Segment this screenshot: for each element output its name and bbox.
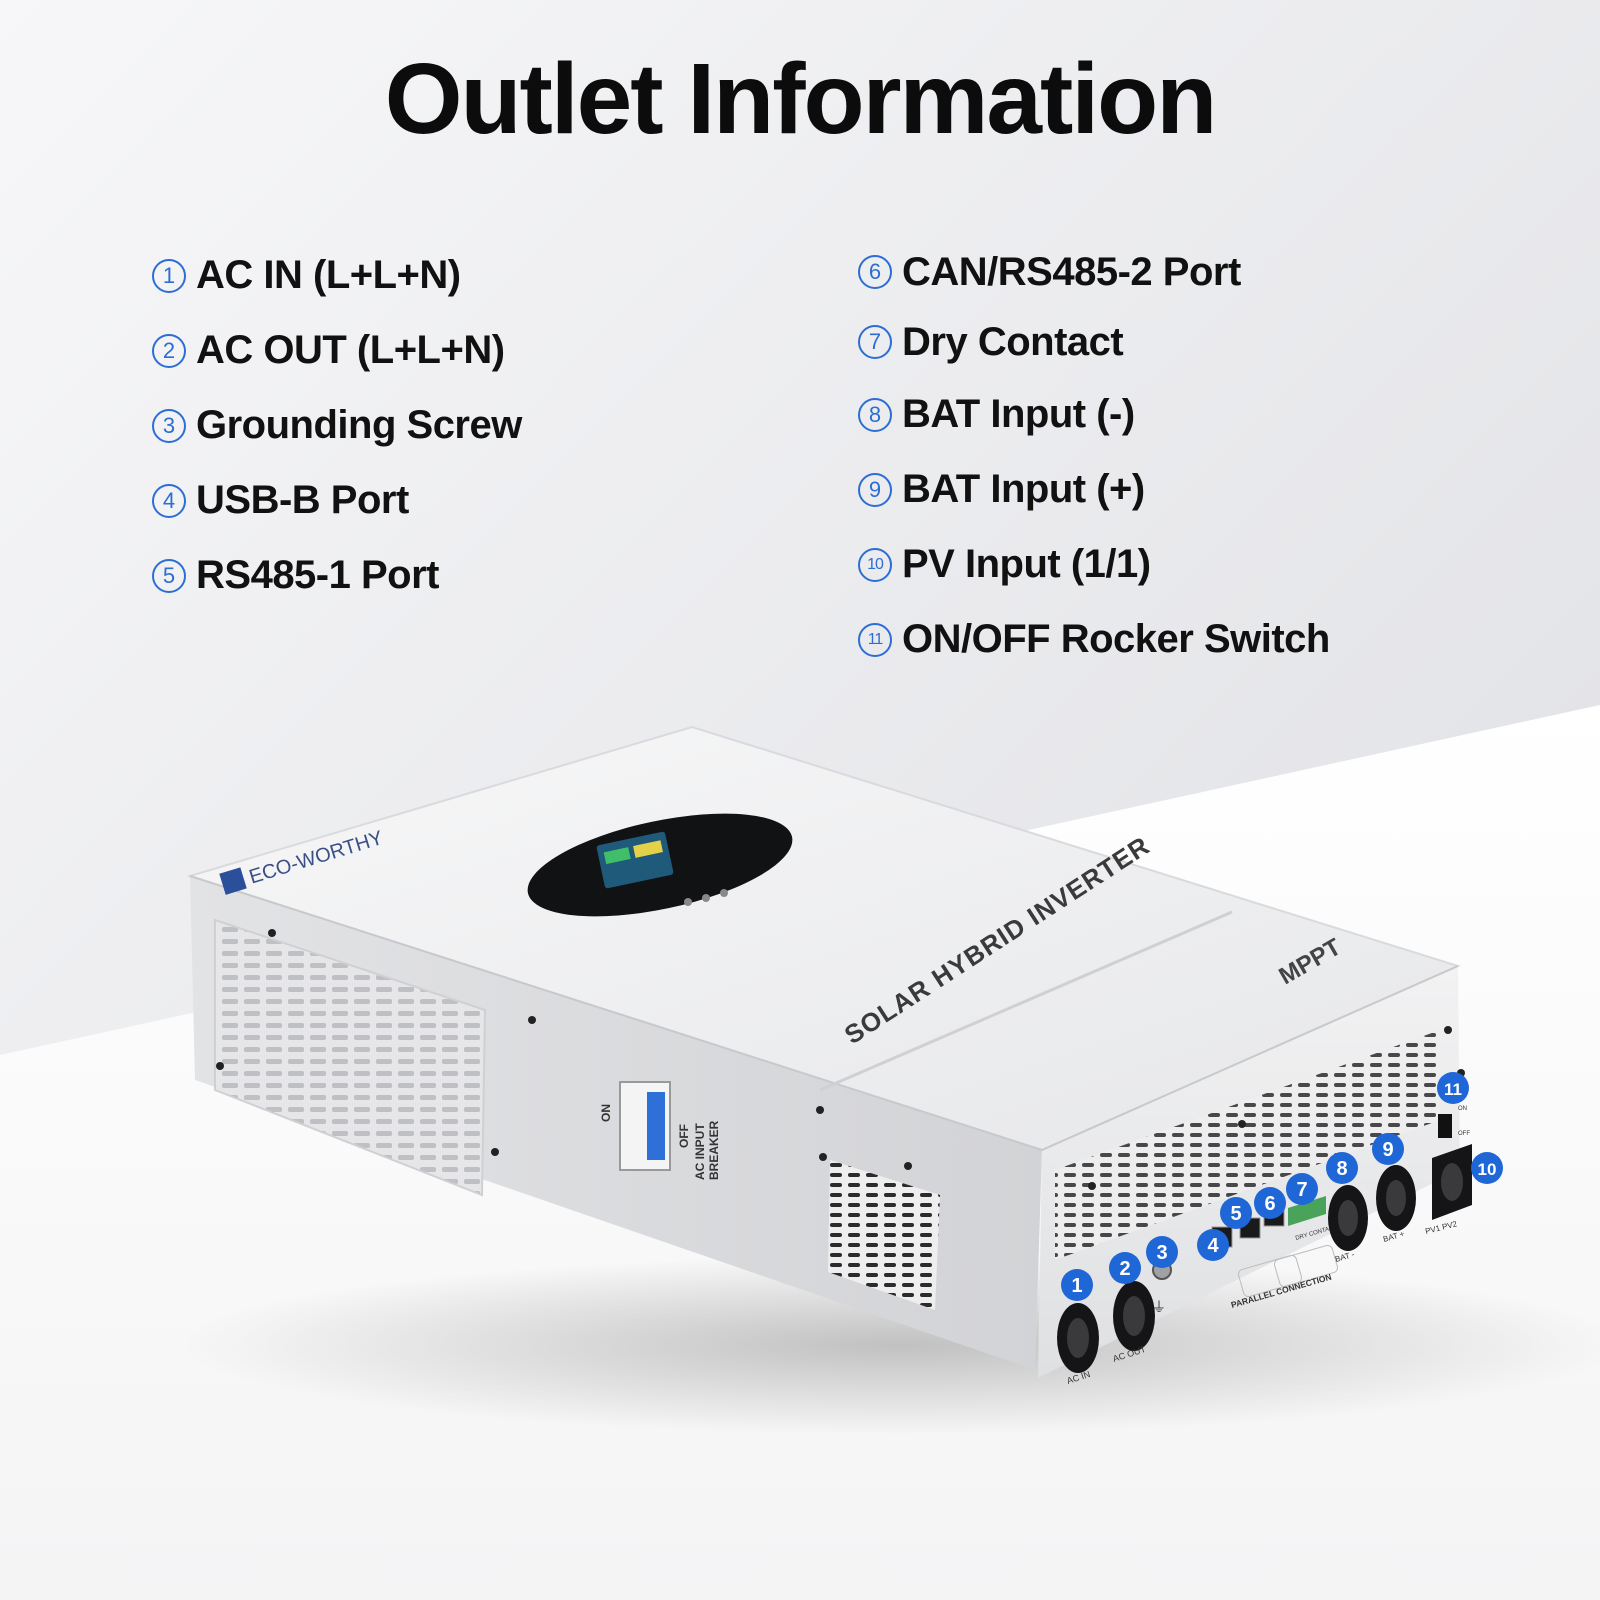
svg-text:BAT -: BAT -	[1334, 1250, 1356, 1264]
port-ac-in: AC IN	[1057, 1303, 1099, 1386]
outlet-label: BAT Input (+)	[902, 467, 1145, 511]
outlet-label: AC IN (L+L+N)	[196, 253, 461, 297]
number-badge: 3	[152, 408, 186, 443]
number-badge: 7	[858, 325, 892, 359]
marker-6: 6	[1254, 1187, 1286, 1219]
svg-text:BAT +: BAT +	[1382, 1229, 1406, 1244]
svg-text:OFF: OFF	[1458, 1131, 1470, 1137]
number-badge: 1	[152, 258, 186, 293]
outlet-label: CAN/RS485-2 Port	[902, 249, 1241, 294]
outlet-label: BAT Input (-)	[902, 392, 1135, 436]
list-item: 6 CAN/RS485-2 Port	[858, 237, 1330, 307]
svg-text:8: 8	[1336, 1158, 1347, 1180]
marker-4: 4	[1197, 1229, 1229, 1261]
svg-text:10: 10	[1478, 1160, 1497, 1179]
outlet-label: Grounding Screw	[196, 403, 522, 447]
outlet-label: RS485-1 Port	[196, 553, 439, 597]
brand-logo-icon	[219, 867, 247, 895]
list-item: 4 USB-B Port	[152, 463, 522, 538]
list-item: 11 ON/OFF Rocker Switch	[858, 602, 1330, 677]
number-badge: 11	[858, 622, 892, 657]
svg-text:1: 1	[1071, 1275, 1082, 1297]
svg-text:6: 6	[1264, 1193, 1275, 1215]
list-item: 2 AC OUT (L+L+N)	[152, 313, 522, 388]
page-title: Outlet Information	[384, 43, 1218, 155]
svg-text:ON: ON	[1458, 1106, 1467, 1112]
device-shadow	[180, 1255, 1600, 1435]
list-item: 1 AC IN (L+L+N)	[152, 238, 522, 313]
svg-text:OFF: OFF	[677, 1124, 691, 1148]
outlet-label: ON/OFF Rocker Switch	[902, 617, 1330, 661]
number-badge: 4	[152, 483, 186, 518]
list-item: 8 BAT Input (-)	[858, 377, 1330, 452]
svg-text:7: 7	[1296, 1179, 1307, 1201]
number-badge: 9	[858, 472, 892, 507]
number-badge: 6	[858, 255, 892, 289]
outlet-label: AC OUT (L+L+N)	[196, 328, 505, 372]
marker-11: 11	[1437, 1072, 1469, 1104]
outlet-label: USB-B Port	[196, 478, 409, 522]
port-bat-plus: BAT +	[1376, 1165, 1416, 1244]
svg-text:ON: ON	[599, 1104, 613, 1122]
svg-text:⏚: ⏚	[1152, 1299, 1166, 1315]
port-bat-minus: BAT -	[1328, 1185, 1368, 1264]
side-vent-small	[828, 1160, 940, 1310]
marker-2: 2	[1109, 1252, 1141, 1284]
svg-text:AC INPUT: AC INPUT	[693, 1123, 707, 1180]
list-item: 9 BAT Input (+)	[858, 452, 1330, 527]
lcd-display	[527, 813, 793, 917]
svg-text:PV1 PV2: PV1 PV2	[1424, 1219, 1458, 1236]
marker-7: 7	[1286, 1173, 1318, 1205]
marker-1: 1	[1061, 1269, 1093, 1301]
svg-text:3: 3	[1156, 1242, 1167, 1264]
outlet-label: PV Input (1/1)	[902, 542, 1151, 586]
outlet-label: Dry Contact	[902, 319, 1124, 364]
svg-text:4: 4	[1207, 1235, 1219, 1257]
marker-3: 3	[1146, 1236, 1178, 1268]
svg-text:2: 2	[1119, 1258, 1130, 1280]
list-item: 10 PV Input (1/1)	[858, 527, 1330, 602]
number-badge: 5	[152, 558, 186, 593]
outlet-list-left: 1 AC IN (L+L+N) 2 AC OUT (L+L+N) 3 Groundin…	[152, 238, 522, 613]
rocker-switch: ON OFF	[1438, 1106, 1470, 1138]
number-badge: 8	[858, 397, 892, 432]
marker-10: 10	[1471, 1152, 1503, 1184]
list-item: 3 Grounding Screw	[152, 388, 522, 463]
list-item: 5 RS485-1 Port	[152, 538, 522, 613]
front-vent	[1055, 1030, 1440, 1260]
marker-5: 5	[1220, 1197, 1252, 1229]
svg-text:11: 11	[1444, 1080, 1462, 1099]
screws	[216, 929, 1465, 1190]
number-badge: 10	[858, 547, 892, 582]
svg-text:9: 9	[1382, 1139, 1393, 1161]
svg-text:BREAKER: BREAKER	[707, 1120, 721, 1180]
side-vent-grille	[214, 918, 487, 1197]
number-badge: 2	[152, 333, 186, 368]
inverter-illustration: ECO-WORTHY SOLAR HYBRID INVERTER MPPT ON…	[180, 725, 1600, 1435]
svg-text:5: 5	[1230, 1203, 1241, 1225]
ac-input-breaker: ON OFF AC INPUT BREAKER	[599, 1081, 721, 1180]
marker-8: 8	[1326, 1152, 1358, 1184]
marker-9: 9	[1372, 1133, 1404, 1165]
list-item: 7 Dry Contact	[858, 307, 1330, 377]
